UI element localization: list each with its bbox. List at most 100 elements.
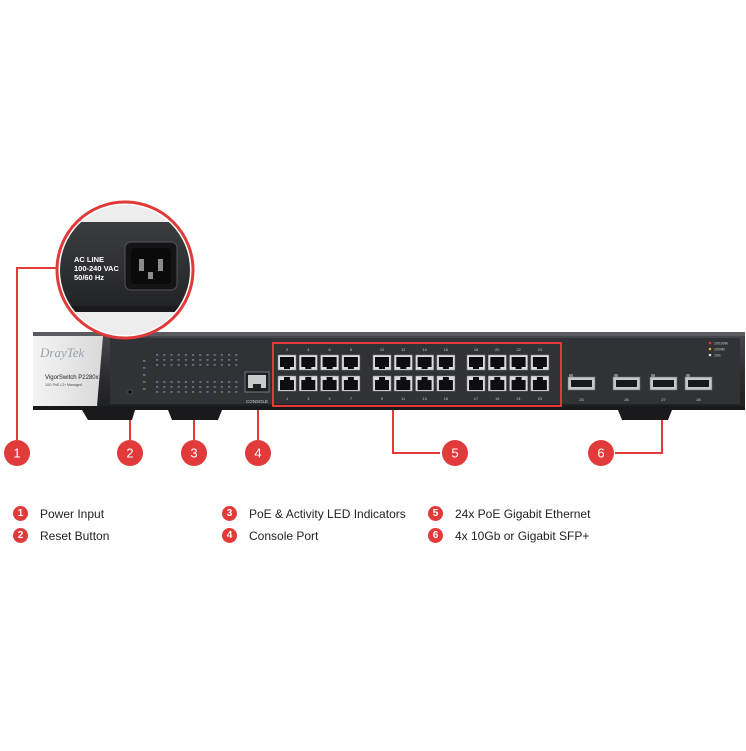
led-indicator [170,381,173,383]
brand-panel [33,336,103,406]
port-socket [490,357,505,367]
sfp-number: 28 [696,398,700,402]
led-indicator [228,386,231,388]
callout-number: 3 [190,446,197,461]
port-number: 24 [538,348,542,352]
port-number: 10 [380,348,384,352]
port-socket [301,357,316,367]
port-socket [301,380,316,390]
port-socket [417,357,432,367]
model-name: VigorSwitch P2280x [45,375,99,381]
port-socket [469,357,483,367]
sfp-number: 27 [661,398,665,402]
led-indicator [199,391,202,393]
system-led [143,374,146,376]
port-number: 20 [495,348,499,352]
port-number: 22 [516,348,520,352]
port-highlight [272,342,562,407]
led-indicator [177,391,180,393]
legend-text: Console Port [249,528,319,543]
led-indicator [199,364,202,366]
legend-number: 1 [13,506,28,521]
sfp-led [651,374,655,377]
led-indicator [206,391,209,393]
led-indicator [235,359,238,361]
port-socket-tab [515,366,522,369]
led-indicator [199,354,202,356]
legend-number: 6 [428,528,443,543]
switch-feet [82,410,672,420]
port-socket-tab [400,377,407,380]
reset-button [127,389,133,395]
led-indicator [235,354,238,356]
port-number: 2 [286,348,288,352]
callout-circle [4,440,30,466]
port-socket [469,380,483,390]
port-number: 1 [286,397,288,401]
led-indicator [184,386,187,388]
callout-number: 6 [597,446,604,461]
led-indicator [213,381,216,383]
led-indicator [163,391,166,393]
led-indicator [228,354,231,356]
port-socket [417,380,432,390]
sfp-slot [571,380,592,387]
led-indicator [177,364,180,366]
port-number: 4 [307,348,309,352]
led-indicator [192,364,195,366]
led-indicator [156,386,159,388]
led-indicator [199,359,202,361]
leader-5 [392,408,440,454]
port-socket [280,380,294,390]
led-indicator [235,364,238,366]
status-label: 10/100M [714,342,728,346]
port-number: 17 [474,397,478,401]
brand-logo: DrayTek [39,345,85,360]
led-indicator [156,391,159,393]
port-socket-tab [379,377,385,380]
led-indicator [220,381,223,383]
port-socket-tab [326,377,333,380]
port-socket-tab [421,377,428,380]
port-socket-tab [494,377,501,380]
port-number: 5 [329,397,331,401]
port-socket [343,357,358,367]
sfp-led [686,374,690,377]
led-indicator [177,381,180,383]
system-led [143,360,146,362]
port-number: 11 [401,397,405,401]
led-indicator [199,381,202,383]
port-socket [343,380,358,390]
led-indicator [163,359,166,361]
sfp-number: 25 [579,398,583,402]
poe-activity-leds [156,354,238,393]
led-indicator [228,364,231,366]
led-indicator [163,364,166,366]
port-socket-tab [284,366,290,369]
switch-faceplate [110,338,740,404]
led-indicator [177,354,180,356]
sfp-led [569,374,573,377]
port-number: 23 [538,397,542,401]
port-socket-tab [326,366,333,369]
legend-number: 2 [13,528,28,543]
led-indicator [170,386,173,388]
sfp-slot [616,380,637,387]
port-socket-tab [421,366,428,369]
callout-circle [442,440,468,466]
port-number: 18 [474,348,478,352]
led-indicator [184,364,187,366]
sfp-slot [688,380,709,387]
led-indicator [206,381,209,383]
led-indicator [213,354,216,356]
port-socket [280,357,294,367]
led-indicator [163,354,166,356]
led-indicator [156,359,159,361]
led-indicator [184,359,187,361]
